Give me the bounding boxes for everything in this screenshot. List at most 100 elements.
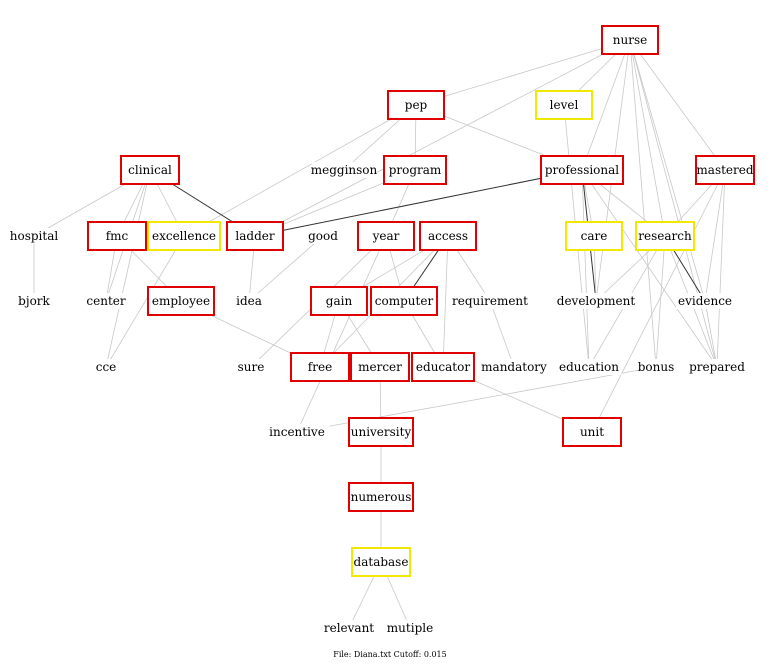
node-free[interactable]: free <box>290 352 350 382</box>
node-level[interactable]: level <box>535 90 593 120</box>
node-bg-mandatory <box>481 359 547 375</box>
node-label-year: year <box>372 229 400 243</box>
edge-professional-education <box>581 169 590 368</box>
node-care[interactable]: care <box>565 221 623 251</box>
node-label-relevant: relevant <box>324 621 374 635</box>
node-gain[interactable]: gain <box>310 286 368 316</box>
node-sure[interactable]: sure <box>236 359 266 375</box>
node-research[interactable]: research <box>635 221 695 251</box>
node-label-incentive: incentive <box>269 425 325 439</box>
node-label-database: database <box>354 555 409 569</box>
node-database[interactable]: database <box>351 547 411 577</box>
node-label-gain: gain <box>326 294 353 308</box>
node-ladder[interactable]: ladder <box>226 221 284 251</box>
node-numerous[interactable]: numerous <box>348 482 414 512</box>
node-mutiple[interactable]: mutiple <box>384 620 436 636</box>
node-prepared[interactable]: prepared <box>688 359 746 375</box>
node-idea[interactable]: idea <box>234 293 264 309</box>
node-good[interactable]: good <box>308 228 338 244</box>
node-fmc[interactable]: fmc <box>87 221 147 251</box>
node-label-mercer: mercer <box>358 360 402 374</box>
node-label-prepared: prepared <box>689 360 745 374</box>
node-label-mutiple: mutiple <box>387 621 433 635</box>
node-label-center: center <box>86 294 125 308</box>
node-center[interactable]: center <box>84 293 128 309</box>
node-bg-good <box>308 228 338 244</box>
node-label-research: research <box>638 229 692 243</box>
edge-year-incentive <box>296 235 387 433</box>
node-employee[interactable]: employee <box>147 286 215 316</box>
edge-nurse-mastered <box>629 39 726 171</box>
node-mercer[interactable]: mercer <box>350 352 410 382</box>
node-bg-bonus <box>638 359 674 375</box>
node-box-database <box>351 547 411 577</box>
node-education[interactable]: education <box>556 359 622 375</box>
node-label-cce: cce <box>96 360 117 374</box>
node-pep[interactable]: pep <box>387 90 445 120</box>
node-bonus[interactable]: bonus <box>638 359 675 375</box>
node-clinical[interactable]: clinical <box>120 155 180 185</box>
node-cce[interactable]: cce <box>95 359 117 375</box>
node-box-fmc <box>87 221 147 251</box>
node-megginson[interactable]: megginson <box>311 162 378 178</box>
node-bg-idea <box>234 293 264 309</box>
node-bg-incentive <box>264 424 330 440</box>
edge-evidence-prepared <box>704 300 718 368</box>
node-label-program: program <box>389 163 442 177</box>
node-box-educator <box>411 352 475 382</box>
node-label-computer: computer <box>375 294 434 308</box>
node-box-nurse <box>601 25 659 55</box>
edge-nurse-bonus <box>629 39 657 368</box>
node-bg-center <box>84 293 128 309</box>
edge-requirement-mandatory <box>489 300 515 368</box>
node-label-bjork: bjork <box>18 294 50 308</box>
node-box-pep <box>387 90 445 120</box>
node-unit[interactable]: unit <box>562 417 622 447</box>
node-label-good: good <box>308 229 338 243</box>
node-label-mandatory: mandatory <box>481 360 547 374</box>
node-year[interactable]: year <box>357 221 415 251</box>
node-educator[interactable]: educator <box>411 352 475 382</box>
node-bg-megginson <box>311 162 377 178</box>
node-bg-evidence <box>676 293 734 309</box>
edge-nurse-research <box>629 39 666 237</box>
node-box-care <box>565 221 623 251</box>
node-development[interactable]: development <box>556 293 636 309</box>
node-access[interactable]: access <box>419 221 477 251</box>
node-box-excellence <box>147 221 221 251</box>
node-label-pep: pep <box>405 98 428 112</box>
node-box-university <box>348 417 414 447</box>
node-requirement[interactable]: requirement <box>450 293 530 309</box>
node-mastered[interactable]: mastered <box>695 155 755 185</box>
node-evidence[interactable]: evidence <box>676 293 734 309</box>
edge-access-educator <box>442 235 449 368</box>
node-bg-cce <box>95 359 117 375</box>
edge-mastered-prepared <box>716 169 726 368</box>
node-label-bonus: bonus <box>638 360 675 374</box>
node-professional[interactable]: professional <box>540 155 624 185</box>
node-nurse[interactable]: nurse <box>601 25 659 55</box>
node-label-idea: idea <box>236 294 262 308</box>
edge-pep-excellence <box>183 104 417 237</box>
node-layer: nurse pep level clinical megginson program pro… <box>5 25 755 636</box>
edge-mastered-unit <box>591 169 726 433</box>
node-label-development: development <box>557 294 636 308</box>
node-university[interactable]: university <box>348 417 414 447</box>
node-hospital[interactable]: hospital <box>5 228 63 244</box>
node-label-fmc: fmc <box>106 229 129 243</box>
edge-nurse-professional <box>581 39 631 171</box>
node-mandatory[interactable]: mandatory <box>481 359 547 375</box>
node-box-ladder <box>226 221 284 251</box>
node-computer[interactable]: computer <box>370 286 438 316</box>
node-bg-development <box>556 293 636 309</box>
node-incentive[interactable]: incentive <box>264 424 330 440</box>
edge-mastered-evidence <box>704 169 726 302</box>
node-bg-relevant <box>320 620 378 636</box>
edge-clinical-cce <box>105 169 151 368</box>
node-relevant[interactable]: relevant <box>320 620 378 636</box>
node-bg-requirement <box>450 293 530 309</box>
node-program[interactable]: program <box>383 155 447 185</box>
node-bjork[interactable]: bjork <box>16 293 52 309</box>
node-excellence[interactable]: excellence <box>147 221 221 251</box>
edge-nurse-evidence <box>629 39 706 302</box>
